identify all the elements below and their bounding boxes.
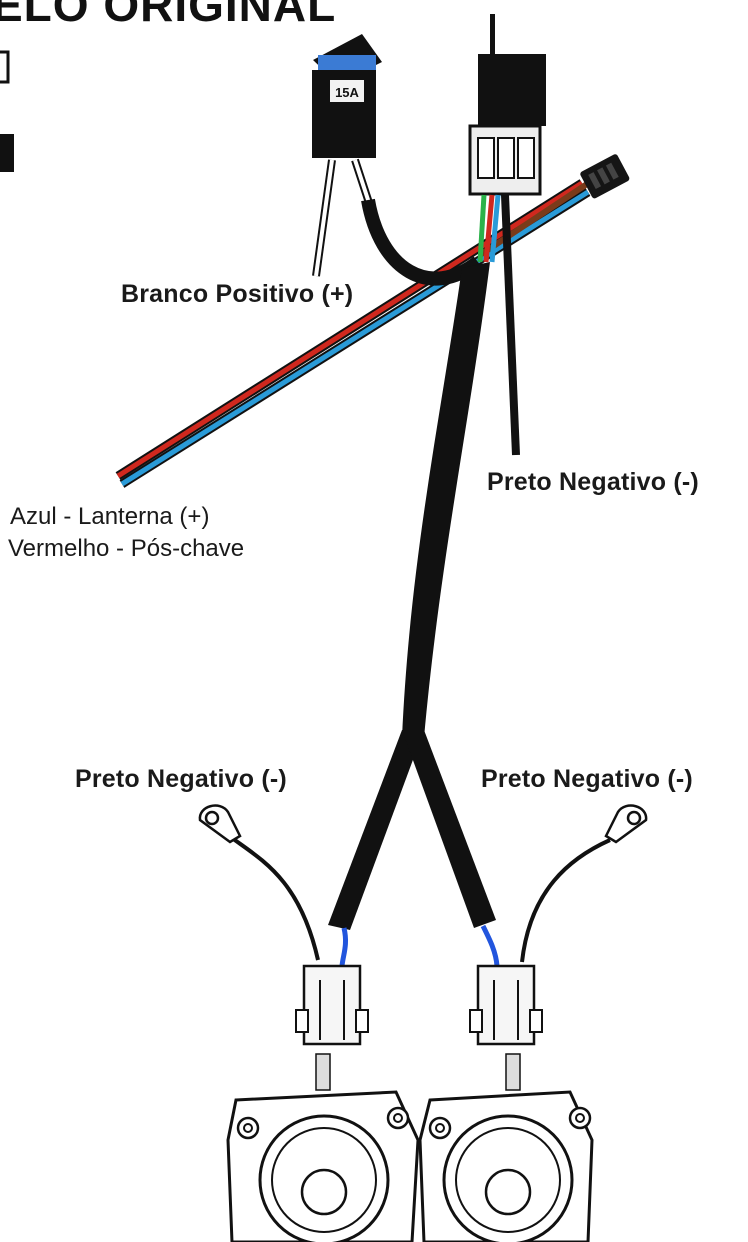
small-connector (580, 154, 630, 199)
label-branco-positivo: Branco Positivo (+) (121, 280, 354, 308)
main-cable-sheath (402, 262, 490, 738)
left-branch-sheath (328, 730, 424, 930)
right-blue-wire (480, 924, 500, 967)
black-block-mark (0, 134, 14, 172)
relay-wires (477, 194, 520, 456)
right-branch-sheath (402, 730, 496, 928)
fuse-holder (312, 34, 382, 277)
left-lamp-connector (295, 964, 369, 1091)
label-preto-negativo-right: Preto Negativo (-) (481, 765, 693, 793)
left-fog-lamp (226, 1090, 420, 1242)
label-preto-negativo-top: Preto Negativo (-) (487, 468, 699, 496)
right-lamp-connector (469, 964, 543, 1091)
left-ground-terminal (198, 804, 320, 961)
relay (468, 14, 546, 196)
page-title: ELO ORIGINAL (0, 0, 337, 31)
label-vermelho-pos-chave: Vermelho - Pós-chave (8, 535, 245, 562)
label-preto-negativo-left: Preto Negativo (-) (75, 765, 287, 793)
fuse-rating: 15A (335, 85, 359, 100)
right-fog-lamp (418, 1090, 594, 1242)
left-blue-wire (339, 927, 349, 967)
fuse-loop-wire (361, 198, 483, 286)
right-ground-terminal (520, 804, 648, 963)
label-azul-lanterna: Azul - Lanterna (+) (10, 503, 210, 530)
checkbox-mark (0, 50, 10, 84)
